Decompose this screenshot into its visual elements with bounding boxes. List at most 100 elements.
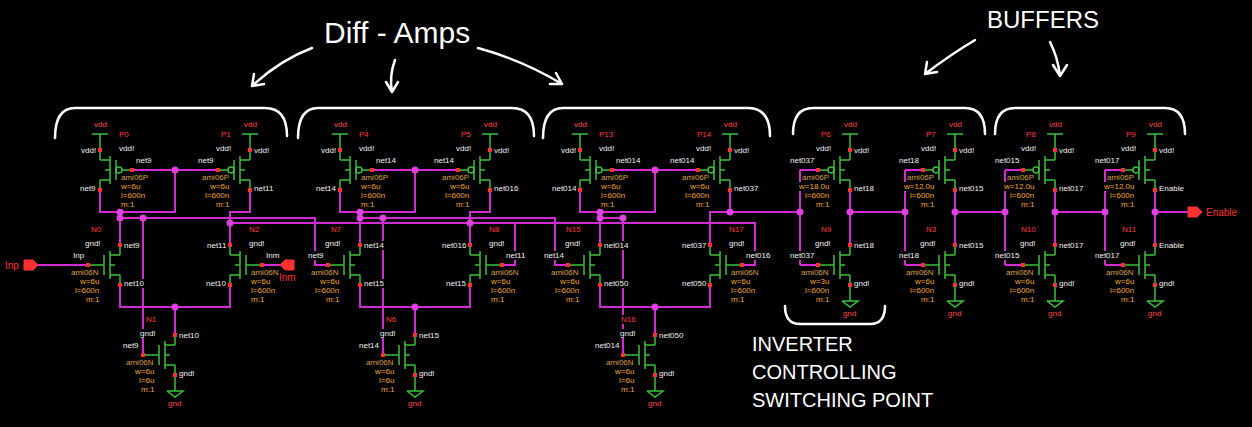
supply-name: vdd — [573, 120, 588, 129]
terminal-dot — [488, 188, 492, 192]
junction-dot — [652, 304, 659, 311]
terminal-dot — [848, 188, 852, 192]
length-param: l=600n — [204, 191, 230, 200]
device-stroke — [1147, 133, 1163, 135]
net-name: net11 — [206, 241, 227, 250]
terminal-dot — [1121, 168, 1125, 172]
ground-symbol — [842, 301, 858, 307]
multiplier-param: m:1 — [815, 200, 830, 209]
device-stroke — [715, 264, 720, 266]
width-param: w=12.0u — [1003, 182, 1035, 191]
multiplier-param: m:1 — [380, 385, 395, 394]
gate-net-name: net9 — [307, 251, 325, 260]
terminal-dot — [1153, 243, 1157, 247]
terminal-dot — [338, 188, 342, 192]
net-name: vdd! — [320, 146, 337, 155]
terminal-dot — [953, 148, 957, 152]
annotation-text: INVERTER CONTROLLING SWITCHING POINT — [750, 330, 964, 414]
net-name: net10 — [205, 279, 227, 288]
instance-name: N17 — [728, 225, 745, 234]
multiplier-param: m:1 — [1120, 200, 1135, 209]
model-name: ami06N — [905, 268, 935, 277]
bulk-net-name: vdd! — [1020, 144, 1037, 153]
net-name: net014 — [603, 241, 629, 250]
pin-name: Enable — [1205, 207, 1238, 218]
terminal-dot — [248, 188, 252, 192]
model-name: ami06P — [600, 173, 629, 182]
instance-name: N3 — [925, 225, 937, 234]
net-name: vdd! — [1158, 146, 1175, 155]
terminal-dot — [653, 373, 657, 377]
terminal-dot — [1153, 188, 1157, 192]
junction-dot — [172, 167, 179, 174]
net-wire — [1154, 190, 1156, 245]
length-param: l=600n — [490, 286, 516, 295]
bulk-net-name: gnd! — [919, 239, 937, 248]
net-wire — [120, 170, 175, 212]
width-param: w=6u — [360, 182, 381, 191]
device-stroke — [947, 133, 963, 135]
net-name: gnd! — [1158, 279, 1176, 288]
annotation-arrow — [252, 48, 312, 86]
instance-name: P7 — [925, 130, 937, 139]
device-stroke — [840, 169, 845, 171]
hand-annotations — [55, 40, 1185, 324]
device-stroke — [645, 364, 655, 366]
net-wire — [262, 264, 280, 266]
junction-dot — [172, 304, 179, 311]
net-wire — [1105, 264, 1123, 266]
device-stroke — [350, 264, 355, 266]
terminal-dot — [413, 373, 417, 377]
device-stroke — [339, 134, 341, 150]
net-wire — [1005, 264, 1023, 266]
terminal-dot — [98, 188, 102, 192]
device-stroke — [840, 264, 845, 266]
terminal-dot — [500, 263, 504, 267]
device-stroke — [1045, 169, 1050, 171]
junction-dot — [652, 167, 659, 174]
multiplier-param: m:1 — [695, 200, 710, 209]
terminal-dot — [326, 263, 330, 267]
supply-name: gnd — [1047, 309, 1062, 318]
device-stroke — [340, 179, 350, 181]
terminal-dot — [708, 283, 712, 287]
length-param: l=600n — [909, 191, 935, 200]
gate-net-name: net037 — [789, 251, 815, 260]
multiplier-param: m:1 — [250, 295, 265, 304]
device-stroke — [99, 134, 101, 150]
ground-symbol — [167, 391, 183, 397]
width-param: w=6u — [134, 367, 155, 376]
device-stroke — [345, 169, 350, 171]
width-param: w=18.0u — [798, 182, 830, 191]
multiplier-param: m:1 — [120, 200, 135, 209]
net-name: vdd! — [1058, 146, 1075, 155]
net-name: net18 — [853, 184, 875, 193]
junction-dot — [380, 215, 387, 222]
supply-name: vdd — [1048, 120, 1063, 129]
multiplier-param: m:1 — [815, 295, 830, 304]
device-stroke — [105, 169, 110, 171]
net-name: gnd! — [1058, 279, 1076, 288]
instance-name: N16 — [620, 315, 637, 324]
width-param: w=6u — [319, 277, 340, 286]
junction-dot — [412, 304, 419, 311]
bulk-net-name: vdd! — [455, 144, 472, 153]
device-stroke — [1154, 134, 1156, 150]
annotation-text: Diff - Amps — [322, 16, 472, 50]
length-param: l=600n — [804, 286, 830, 295]
device-stroke — [840, 179, 850, 181]
junction-dot — [117, 209, 124, 216]
instance-name: P13 — [598, 130, 614, 139]
supply-name: vdd — [243, 120, 258, 129]
model-name: ami06N — [70, 268, 100, 277]
device-stroke — [1145, 169, 1150, 171]
pin-name: Inm — [278, 272, 297, 283]
device-stroke — [645, 354, 650, 356]
gate-net-name: net015 — [994, 156, 1020, 165]
device-stroke — [470, 274, 480, 276]
multiplier-param: m:1 — [1120, 295, 1135, 304]
device-stroke — [590, 264, 595, 266]
gate-net-name: net017 — [1094, 156, 1120, 165]
net-name: net14 — [363, 241, 385, 250]
